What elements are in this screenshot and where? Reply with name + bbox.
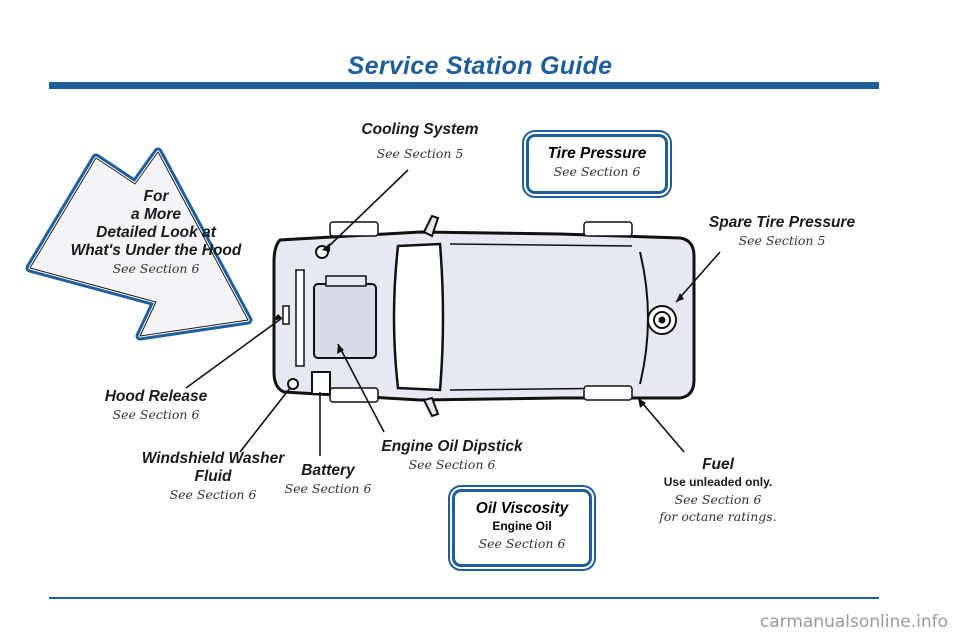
- dipstick-ref: See Section 6: [408, 457, 496, 472]
- oil-viscosity-heading: Oil Viscosity: [475, 500, 569, 517]
- battery-ref: See Section 6: [284, 481, 372, 496]
- hood-release-ref: See Section 6: [112, 407, 200, 422]
- oil-viscosity-ref: See Section 6: [478, 536, 566, 551]
- arrow-callout-text: For a More Detailed Look at What's Under…: [58, 188, 254, 277]
- fuel-ref-2: for octane ratings.: [659, 509, 777, 524]
- arrow-line-1: For: [143, 188, 169, 205]
- leader-lines: [185, 169, 721, 456]
- dipstick-label: Engine Oil Dipstick See Section 6: [372, 438, 532, 473]
- fuel-ref: See Section 6: [674, 492, 762, 507]
- tire-pressure-heading: Tire Pressure: [547, 145, 647, 162]
- under-hood-arrow: [25, 147, 253, 341]
- tire-pressure-box: Tire Pressure See Section 6: [526, 134, 668, 194]
- hood-release-heading: Hood Release: [104, 388, 208, 405]
- fuel-heading: Fuel: [702, 456, 734, 473]
- arrow-line-2: a More: [131, 206, 181, 223]
- cooling-system-ref: See Section 5: [376, 146, 464, 161]
- page-title: Service Station Guide: [347, 52, 613, 80]
- washer-fluid-heading-2: Fluid: [194, 468, 232, 485]
- cooling-system-heading: Cooling System: [361, 121, 479, 138]
- fuel-note: Use unleaded only.: [663, 475, 773, 489]
- fuel-label: Fuel Use unleaded only. See Section 6 fo…: [634, 456, 802, 525]
- watermark: carmanualsonline.info: [759, 612, 948, 632]
- oil-viscosity-box: Oil Viscosity Engine Oil See Section 6: [452, 489, 592, 567]
- washer-fluid-ref: See Section 6: [169, 487, 257, 502]
- spare-tire-heading: Spare Tire Pressure: [708, 214, 856, 231]
- dipstick-heading: Engine Oil Dipstick: [381, 438, 523, 455]
- footer-rule: [49, 597, 879, 599]
- cooling-system-label: Cooling System See Section 5: [340, 121, 500, 162]
- arrow-ref: See Section 6: [112, 261, 200, 276]
- hood-release-label: Hood Release See Section 6: [86, 388, 226, 423]
- battery-heading: Battery: [301, 462, 355, 479]
- title-rule: [49, 82, 879, 89]
- spare-tire-label: Spare Tire Pressure See Section 5: [694, 214, 870, 249]
- washer-fluid-heading-1: Windshield Washer: [141, 450, 285, 467]
- car-top-view: [272, 214, 696, 418]
- tire-pressure-ref: See Section 6: [553, 164, 641, 179]
- spare-tire-ref: See Section 5: [738, 233, 826, 248]
- oil-viscosity-note: Engine Oil: [492, 519, 552, 533]
- arrow-line-4: What's Under the Hood: [70, 242, 242, 259]
- arrow-line-3: Detailed Look at: [96, 224, 216, 241]
- washer-fluid-label: Windshield Washer Fluid See Section 6: [128, 450, 298, 503]
- battery-label: Battery See Section 6: [276, 462, 380, 497]
